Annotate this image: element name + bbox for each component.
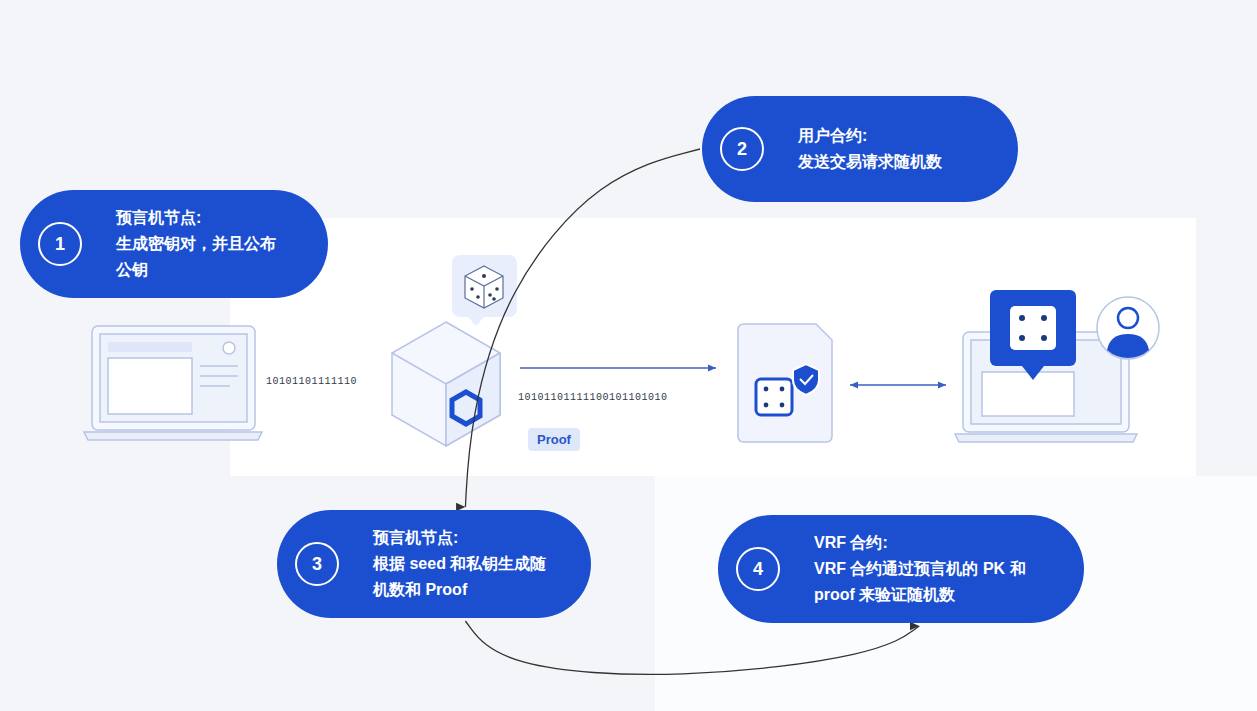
dice-icon [1010, 306, 1056, 350]
step-body: 发送交易请求随机数 [798, 149, 978, 175]
step-body: 生成密钥对，并且公布公钥 [116, 231, 288, 283]
dice-icon [756, 379, 792, 415]
flow-arrow [520, 367, 716, 368]
dice-dot [495, 287, 499, 291]
window-body [982, 372, 1074, 416]
cube-face [446, 353, 500, 446]
dice-dot [488, 293, 492, 297]
avatar-head [1118, 308, 1138, 328]
left-laptop [84, 326, 262, 440]
cube-outline [392, 322, 500, 446]
step-number: 1 [38, 222, 82, 266]
dice-dot [470, 287, 474, 291]
text-column: 用户合约:发送交易请求随机数 [798, 123, 978, 175]
bubble-pointer [468, 317, 484, 326]
step-callout: 1 预言机节点:生成密钥对，并且公布公钥 [20, 190, 328, 298]
dice-dot [1041, 335, 1047, 341]
step-callout: 3 预言机节点:根据 seed 和私钥生成随机数和 Proof [277, 510, 591, 618]
avatar-icon [223, 342, 235, 354]
text-column: 预言机节点:生成密钥对，并且公布公钥 [116, 205, 288, 283]
dice-bubble [452, 255, 517, 326]
step-body: VRF 合约通过预言机的 PK 和 proof 来验证随机数 [814, 556, 1044, 608]
flow-connector [465, 149, 700, 507]
white-panel [655, 476, 1257, 711]
step-callout: 4 VRF 合约:VRF 合约通过预言机的 PK 和 proof 来验证随机数 [718, 515, 1084, 623]
dice-dot [780, 387, 785, 392]
dice-dot [1019, 335, 1025, 341]
bubble [990, 290, 1076, 366]
vrf-document [738, 324, 832, 442]
text-column: 预言机节点:根据 seed 和私钥生成随机数和 Proof [373, 525, 551, 603]
avatar-circle [1097, 297, 1159, 359]
result-bubble [990, 290, 1076, 380]
dice-dot [492, 297, 496, 301]
text-line [200, 365, 238, 367]
window-bar [108, 342, 192, 352]
white-panel [230, 218, 1196, 476]
dice-dot [780, 403, 785, 408]
laptop-display [100, 334, 247, 422]
dice-dot [764, 387, 769, 392]
document-outline [738, 324, 832, 442]
step-number: 3 [295, 542, 339, 586]
laptop-base [84, 432, 262, 440]
dice-dot [1019, 315, 1025, 321]
oracle-cube [392, 322, 500, 446]
step-number: 2 [720, 127, 764, 171]
user-avatar [1097, 297, 1159, 359]
laptop-base [955, 434, 1137, 442]
dice-dot [1041, 315, 1047, 321]
proof-tag: Proof [528, 428, 580, 451]
text-line [200, 375, 238, 377]
dice-dot [482, 274, 486, 278]
step-heading: 用户合约: [798, 123, 978, 149]
dice-icon [465, 266, 503, 308]
avatar-body [1107, 334, 1149, 358]
flow-connector [465, 621, 919, 674]
dice-edge [465, 276, 503, 308]
step-callout: 2 用户合约:发送交易请求随机数 [702, 96, 1018, 202]
binary-string: 10101101111110 [264, 376, 359, 387]
window-body [108, 358, 192, 414]
check-mark [800, 375, 813, 384]
step-heading: VRF 合约: [814, 530, 1044, 556]
binary-string: 10101101111100101101010 [516, 392, 670, 403]
step-body: 根据 seed 和私钥生成随机数和 Proof [373, 551, 551, 603]
dice-dot [764, 403, 769, 408]
laptop-screen [92, 326, 255, 430]
chainlink-logo [452, 392, 480, 424]
text-line [200, 385, 230, 387]
two-way-arrow [850, 384, 946, 385]
background-panels [230, 218, 1257, 711]
shield-badge [793, 364, 819, 395]
bubble [452, 255, 517, 317]
step-heading: 预言机节点: [116, 205, 288, 231]
dice-dot [476, 295, 480, 299]
text-column: VRF 合约:VRF 合约通过预言机的 PK 和 proof 来验证随机数 [814, 530, 1044, 608]
step-number: 4 [736, 547, 780, 591]
bubble-pointer [1022, 366, 1044, 380]
step-heading: 预言机节点: [373, 525, 551, 551]
